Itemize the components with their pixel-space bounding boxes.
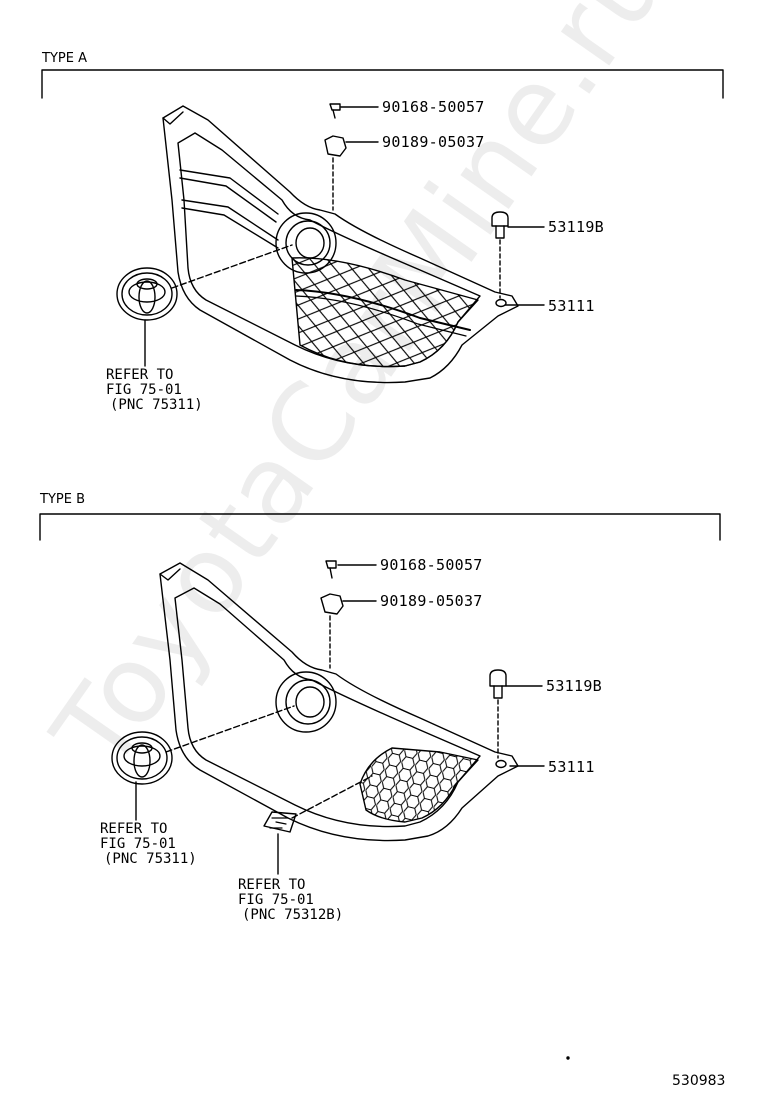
part-number-53119b: 53119B xyxy=(546,677,602,695)
part-number-53111: 53111 xyxy=(548,297,595,315)
type-a-grille xyxy=(162,105,519,384)
type-a-emblem xyxy=(116,267,178,321)
part-number-53119b: 53119B xyxy=(548,218,604,236)
badge-ref-line-3: (PNC 75312B) xyxy=(242,907,344,923)
emblem-ref-line-2: FIG 75-01 xyxy=(100,836,176,852)
type-b-small-badge xyxy=(263,811,297,833)
part-number-53111: 53111 xyxy=(548,758,595,776)
stray-dot xyxy=(566,1056,570,1060)
type-b-leaders xyxy=(135,560,545,875)
type-a-frame-line xyxy=(41,69,724,99)
part-number-90168: 90168-50057 xyxy=(382,98,485,116)
type-b-grille xyxy=(159,562,519,842)
type-a-label: TYPE A xyxy=(42,51,87,66)
part-number-90168: 90168-50057 xyxy=(380,556,483,574)
type-a-leaders xyxy=(144,103,545,367)
type-b-label: TYPE B xyxy=(40,492,85,507)
part-number-90189: 90189-05037 xyxy=(382,133,485,151)
badge-ref-line-1: REFER TO xyxy=(238,877,306,893)
emblem-ref-line-3: (PNC 75311) xyxy=(104,851,197,867)
type-b-emblem xyxy=(111,731,173,785)
part-number-90189: 90189-05037 xyxy=(380,592,483,610)
document-number: 530983 xyxy=(672,1073,726,1089)
emblem-ref-line-1: REFER TO xyxy=(106,367,174,383)
badge-ref-line-2: FIG 75-01 xyxy=(238,892,314,908)
type-b-frame-line xyxy=(39,513,721,541)
emblem-ref-line-1: REFER TO xyxy=(100,821,168,837)
emblem-ref-line-3: (PNC 75311) xyxy=(110,397,203,413)
emblem-ref-line-2: FIG 75-01 xyxy=(106,382,182,398)
